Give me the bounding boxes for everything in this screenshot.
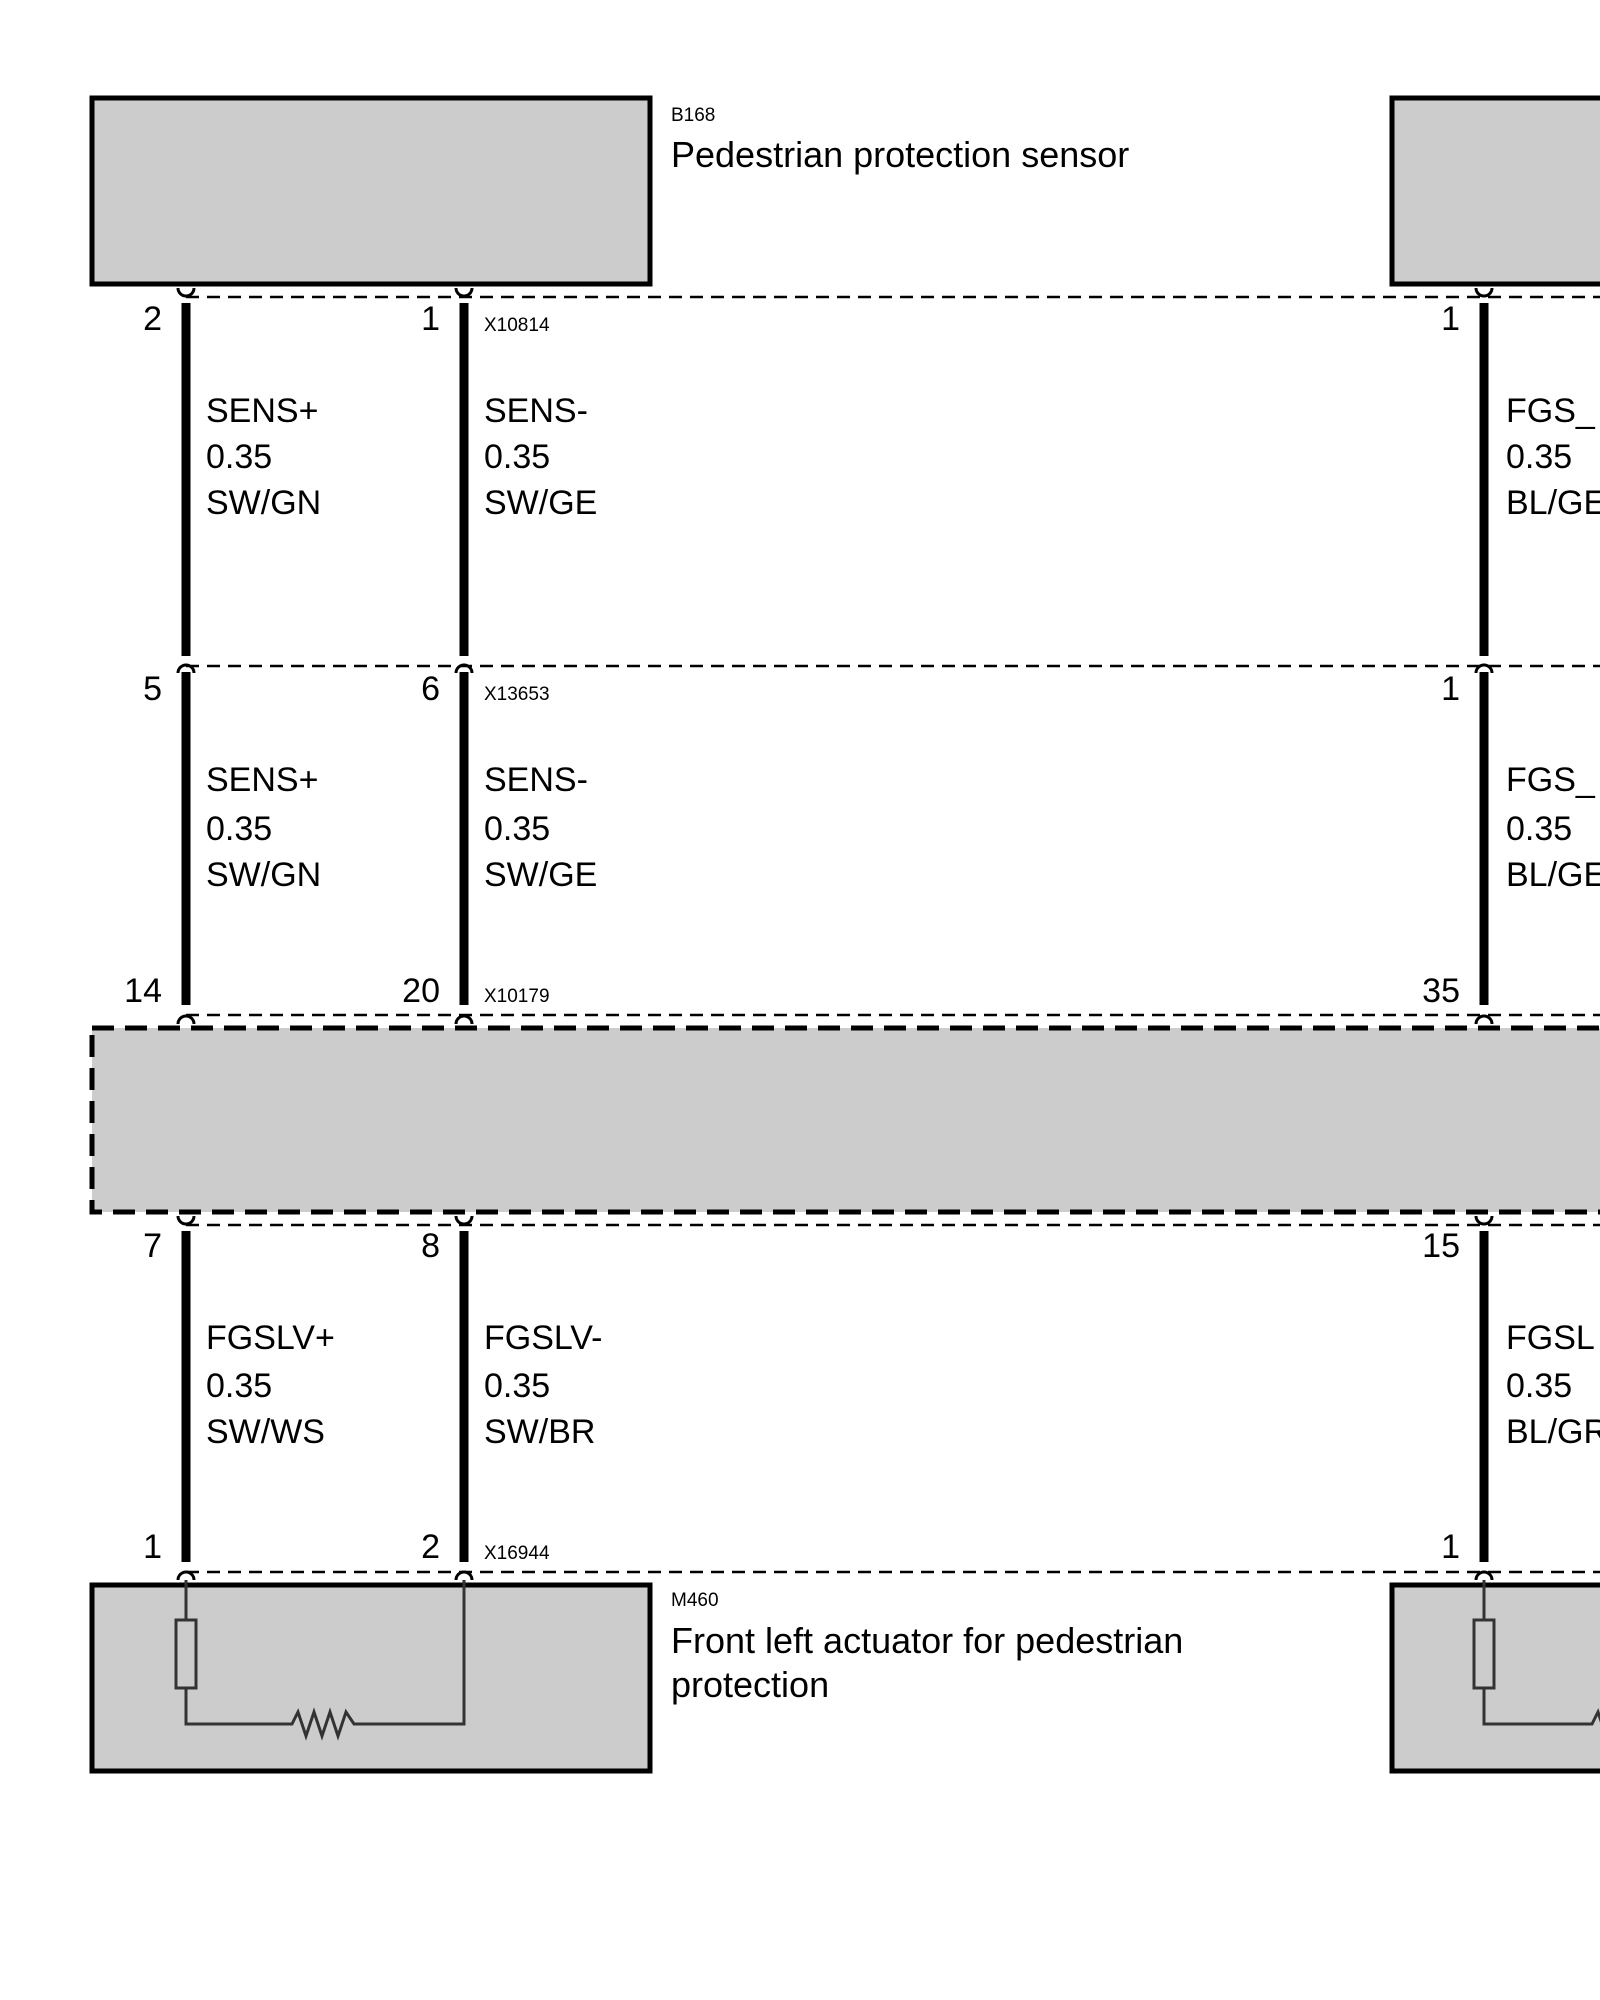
- wire-seg3-far-color: BL/GR: [1506, 1413, 1600, 1451]
- wire-seg2-left-signal: SENS+: [206, 761, 318, 799]
- pin-right-c3-top: 20: [402, 972, 440, 1010]
- pin-far-c3-top: 35: [1422, 972, 1460, 1010]
- sensor-name: Pedestrian protection sensor: [671, 134, 1129, 175]
- wire-seg3-left-color: SW/WS: [206, 1413, 325, 1451]
- pin-left-c4: 1: [143, 1528, 162, 1566]
- pin-left-c2: 5: [143, 670, 162, 708]
- wire-seg2-far-signal: FGS_: [1506, 761, 1596, 799]
- wire-seg2-right-signal: SENS-: [484, 761, 588, 799]
- connector-id-x10814: X10814: [484, 315, 550, 336]
- far-sensor-box: [1389, 95, 1600, 287]
- far-actuator-internal-circuit: [1472, 1580, 1600, 1726]
- control-module-box: [89, 1025, 1600, 1215]
- pin-far-c4: 1: [1441, 1528, 1460, 1566]
- wire-seg2-left-color: SW/GN: [206, 856, 321, 894]
- wire-seg3-right-size: 0.35: [484, 1367, 550, 1405]
- wire-seg1-far-color: BL/GE: [1506, 484, 1600, 522]
- far-actuator-box: [1389, 1582, 1600, 1774]
- wire-seg1-far-size: 0.35: [1506, 438, 1572, 476]
- wire-seg3-left-signal: FGSLV+: [206, 1319, 335, 1357]
- pin-left-c1: 2: [143, 300, 162, 338]
- wire-seg1-left-size: 0.35: [206, 438, 272, 476]
- pin-far-c2: 1: [1441, 670, 1460, 708]
- pin-right-c3-bottom: 8: [421, 1227, 440, 1265]
- connector-id-x13653: X13653: [484, 684, 550, 705]
- pin-far-c3-bottom: 15: [1422, 1227, 1460, 1265]
- wire-seg1-right-color: SW/GE: [484, 484, 597, 522]
- wire-seg3-right-color: SW/BR: [484, 1413, 595, 1451]
- pin-right-c4: 2: [421, 1528, 440, 1566]
- wire-seg1-left-signal: SENS+: [206, 392, 318, 430]
- wire-seg3-right-signal: FGSLV-: [484, 1319, 602, 1357]
- pin-right-c2: 6: [421, 670, 440, 708]
- actuator-id: M460: [671, 1590, 719, 1611]
- wire-seg3-far-size: 0.35: [1506, 1367, 1572, 1405]
- pin-far-c1: 1: [1441, 300, 1460, 338]
- wire-seg3-left-size: 0.35: [206, 1367, 272, 1405]
- sensor-box: [89, 95, 653, 287]
- wire-seg2-right-size: 0.35: [484, 810, 550, 848]
- wire-seg1-far-signal: FGS_: [1506, 392, 1596, 430]
- wire-seg1-right-size: 0.35: [484, 438, 550, 476]
- connector-id-x16944: X16944: [484, 1543, 550, 1564]
- sensor-id: B168: [671, 105, 715, 126]
- pin-right-c1: 1: [421, 300, 440, 338]
- connector-id-x10179: X10179: [484, 986, 550, 1007]
- wire-seg1-left-color: SW/GN: [206, 484, 321, 522]
- wire-seg3-far-signal: FGSL: [1506, 1319, 1595, 1357]
- pin-left-c3-top: 14: [124, 972, 162, 1010]
- actuator-internal-circuit: [174, 1580, 466, 1741]
- wire-seg2-far-color: BL/GE: [1506, 856, 1600, 894]
- wire-seg1-right-signal: SENS-: [484, 392, 588, 430]
- terminal-marks: [176, 287, 1494, 1581]
- wire-seg2-far-size: 0.35: [1506, 810, 1572, 848]
- actuator-name-line1: Front left actuator for pedestrian: [671, 1620, 1183, 1661]
- pin-left-c3-bottom: 7: [143, 1227, 162, 1265]
- actuator-name-line2: protection: [671, 1664, 829, 1705]
- wire-seg2-right-color: SW/GE: [484, 856, 597, 894]
- wire-seg2-left-size: 0.35: [206, 810, 272, 848]
